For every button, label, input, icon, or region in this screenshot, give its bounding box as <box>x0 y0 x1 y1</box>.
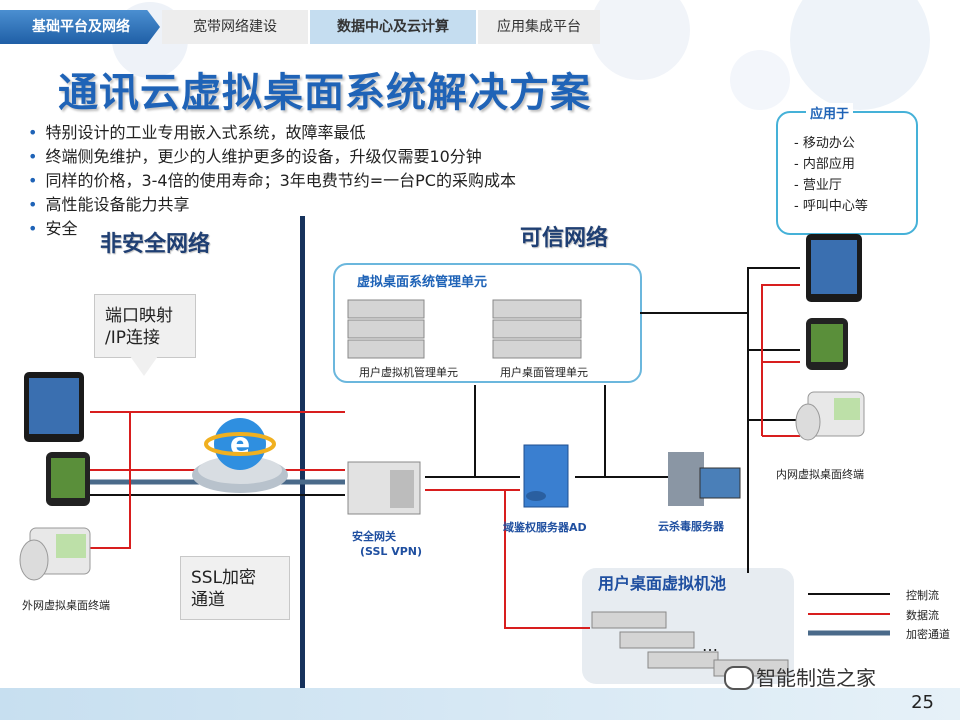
callout-line: SSL加密 <box>191 568 257 588</box>
ad-server-label: 域鉴权服务器AD <box>503 521 587 534</box>
footer-bar <box>0 688 960 720</box>
internal-terminal-label: 内网虚拟桌面终端 <box>776 468 864 481</box>
bullet-item: 同样的价格，3-4倍的使用寿命；3年电费节约=一台PC的采购成本 <box>28 169 516 193</box>
gateway-vpn-label: (SSL VPN) <box>360 545 423 558</box>
external-phone-icon <box>46 452 90 506</box>
bullet-item: 安全 <box>28 217 516 241</box>
bullet-item: 高性能设备能力共享 <box>28 193 516 217</box>
decorative-flowers <box>0 0 960 120</box>
internal-phone-icon <box>806 318 848 370</box>
ad-server-icon <box>523 444 569 508</box>
desktop-pool-title: 用户桌面虚拟机池 <box>598 574 727 593</box>
antivirus-server-label: 云杀毒服务器 <box>658 520 724 533</box>
external-tablet-icon <box>24 372 84 442</box>
port-mapping-callout: 端口映射 /IP连接 <box>94 294 196 358</box>
application-item: - 移动办公 <box>794 136 855 151</box>
callout-line: 端口映射 <box>105 306 173 326</box>
tab-integration[interactable]: 应用集成平台 <box>478 10 600 44</box>
network-divider <box>300 216 305 694</box>
antivirus-server-icon <box>668 452 741 506</box>
top-nav: 基础平台及网络 宽带网络建设 数据中心及云计算 应用集成平台 <box>0 10 600 44</box>
application-item: - 营业厅 <box>794 178 842 193</box>
application-item: - 呼叫中心等 <box>794 199 868 214</box>
tab-datacenter[interactable]: 数据中心及云计算 <box>310 10 476 44</box>
legend-encrypted-label: 加密通道 <box>906 628 950 641</box>
page-number: 25 <box>911 692 934 713</box>
ssl-channel-callout: SSL加密 通道 <box>180 556 290 620</box>
legend-data-label: 数据流 <box>906 609 939 622</box>
internal-tablet-icon <box>806 234 862 302</box>
callout-line: /IP连接 <box>105 328 160 348</box>
external-desk-terminal-icon <box>19 527 91 581</box>
more-ellipsis: … <box>702 636 718 655</box>
vm-manager-server-icon <box>347 299 425 359</box>
internal-desk-terminal-icon <box>795 391 865 441</box>
callout-pointer <box>130 356 158 376</box>
application-title: 应用于 <box>806 103 854 122</box>
desktop-manager-server-icon <box>492 299 582 359</box>
data-flow-line <box>504 490 590 629</box>
management-unit-box: 虚拟桌面系统管理单元 <box>333 263 642 383</box>
callout-line: 通道 <box>191 590 225 610</box>
security-gateway-icon <box>347 461 421 515</box>
page-title: 通讯云虚拟桌面系统解决方案 <box>58 70 591 116</box>
trusted-network-label: 可信网络 <box>520 226 609 251</box>
management-unit-title: 虚拟桌面系统管理单元 <box>357 275 488 290</box>
data-flow-line <box>761 284 800 436</box>
external-terminal-label: 外网虚拟桌面终端 <box>22 599 110 612</box>
control-flow-line <box>747 267 800 573</box>
bullet-item: 终端侧免维护，更少的人维护更多的设备，升级仅需要10分钟 <box>28 145 516 169</box>
legend-control-label: 控制流 <box>906 589 939 602</box>
tab-infrastructure[interactable]: 基础平台及网络 <box>0 10 160 44</box>
unsafe-network-label: 非安全网络 <box>100 232 211 257</box>
gateway-label: 安全网关 <box>352 530 396 543</box>
vm-manager-label: 用户虚拟机管理单元 <box>359 366 458 379</box>
application-list: - 移动办公 - 内部应用 - 营业厅 - 呼叫中心等 <box>794 133 868 217</box>
desktop-manager-label: 用户桌面管理单元 <box>500 366 588 379</box>
data-flow-line <box>90 412 131 549</box>
watermark-text: 智能制造之家 <box>756 666 876 690</box>
application-box: 应用于 - 移动办公 - 内部应用 - 营业厅 - 呼叫中心等 <box>776 103 918 235</box>
application-item: - 内部应用 <box>794 157 855 172</box>
pool-server-icon <box>591 611 789 677</box>
tab-broadband[interactable]: 宽带网络建设 <box>162 10 308 44</box>
wechat-icon <box>724 666 754 690</box>
internet-globe-icon: e <box>192 418 288 493</box>
bullet-list: 特别设计的工业专用嵌入式系统，故障率最低 终端侧免维护，更少的人维护更多的设备，… <box>28 121 516 241</box>
bullet-item: 特别设计的工业专用嵌入式系统，故障率最低 <box>28 121 516 145</box>
